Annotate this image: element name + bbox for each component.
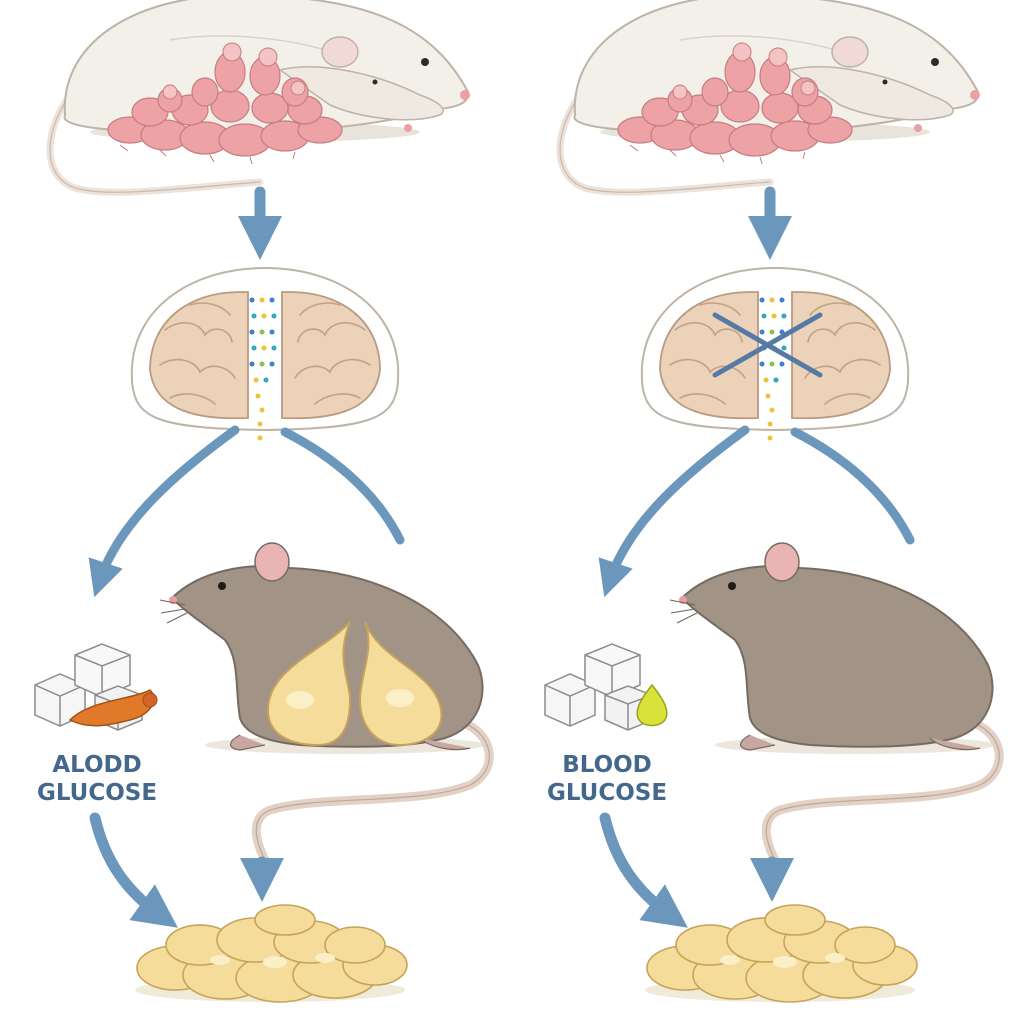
orange-food-icon xyxy=(68,689,158,727)
arrow-brain-to-offspring xyxy=(790,427,915,545)
glucose-label-line2: GLUCOSE xyxy=(547,780,667,806)
arrow-brain-to-glucose xyxy=(88,425,240,598)
nursing-mother-rat-icon xyxy=(50,0,470,192)
arrow-brain-to-offspring xyxy=(280,427,405,545)
nursing-mother-rat-icon xyxy=(560,0,980,192)
arrow-brain-to-glucose xyxy=(598,425,750,598)
glucose-label-line1: ALODD xyxy=(52,752,141,778)
sugar-cubes-icon xyxy=(544,643,653,731)
arrow-glucose-to-fat xyxy=(599,812,688,928)
glucose-label-line2: GLUCOSE xyxy=(37,780,157,806)
hypothalamus-brain-icon xyxy=(640,267,910,442)
fat-tissue-icon xyxy=(644,904,918,1003)
disrupted-cross-icon xyxy=(712,312,823,378)
yellow-droplet-icon xyxy=(636,683,668,727)
panel-left: ALODD GLUCOSE xyxy=(34,0,489,1003)
arrow-glucose-to-fat xyxy=(89,812,178,928)
panel-right: BLOOD GLUCOSE xyxy=(544,0,999,1003)
glucose-label-line1: BLOOD xyxy=(562,752,652,778)
offspring-rat-icon xyxy=(670,543,999,860)
fat-tissue-icon xyxy=(134,904,408,1003)
hypothalamus-brain-icon xyxy=(130,267,400,442)
